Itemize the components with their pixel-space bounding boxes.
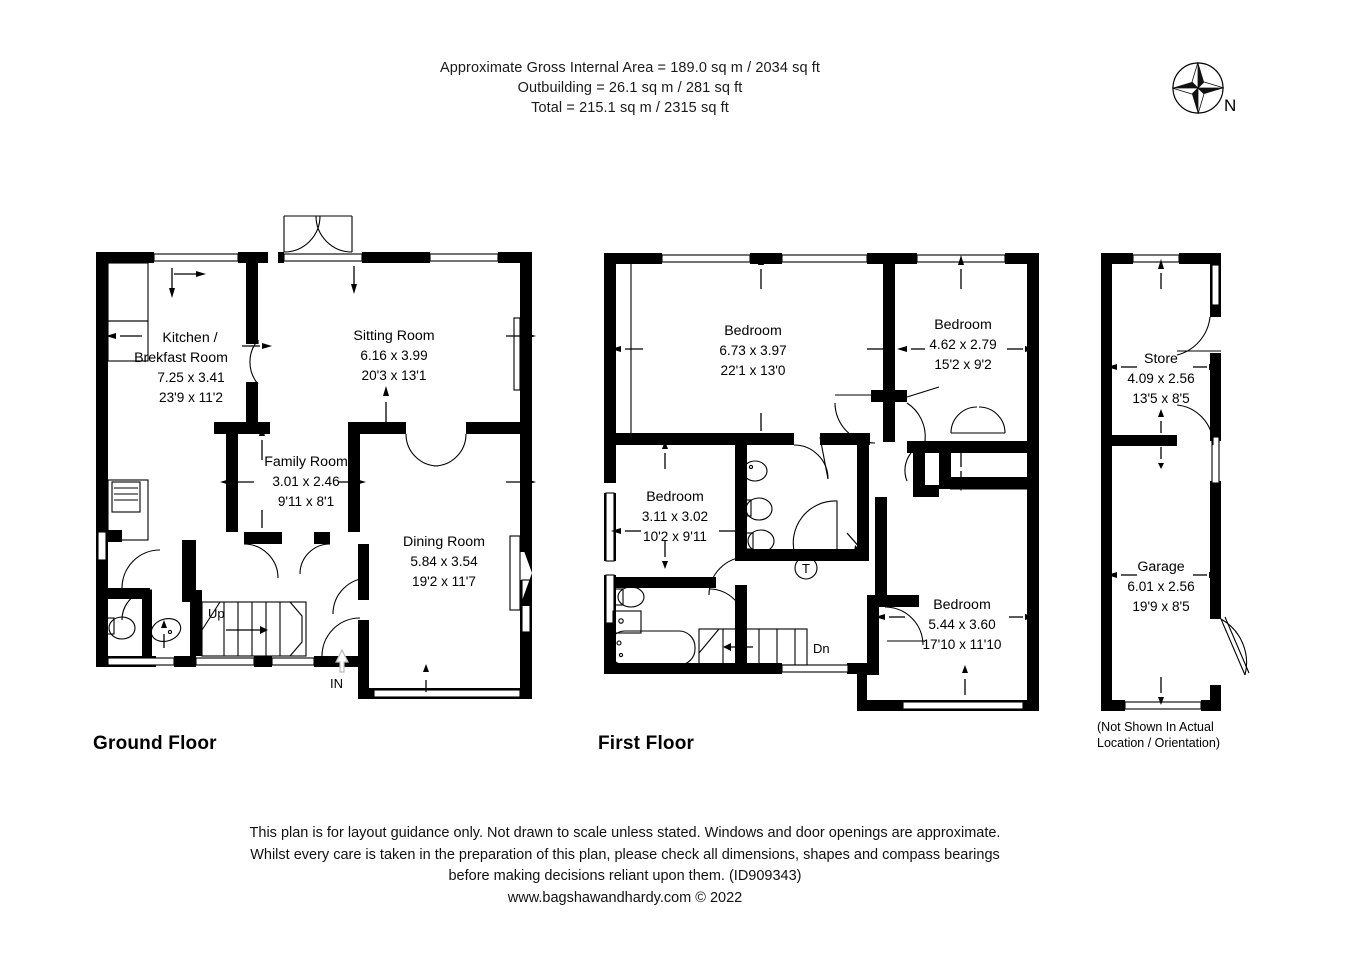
room-dim-garage-imperial: 19'9 x 8'5 xyxy=(1132,599,1189,614)
first-dimension-arrows xyxy=(611,255,1035,695)
room-dim-sitting-imperial: 20'3 x 13'1 xyxy=(362,368,427,383)
room-label-family-room: Family Room xyxy=(264,454,348,470)
room-label-sitting-room: Sitting Room xyxy=(353,328,434,344)
first-floor-title: First Floor xyxy=(598,733,695,754)
ground-doors xyxy=(121,215,467,657)
disclaimer-line-3: before making decisions reliant upon the… xyxy=(448,868,802,884)
room-dim-sitting-metric: 6.16 x 3.99 xyxy=(360,348,427,363)
compass-north-label: N xyxy=(1224,96,1237,115)
staircase-down xyxy=(698,628,808,666)
stairs-down-label: Dn xyxy=(813,641,830,656)
room-label-bedroom-1: Bedroom xyxy=(724,323,782,339)
room-dim-store-imperial: 13'5 x 8'5 xyxy=(1132,391,1189,406)
room-label-bedroom-3: Bedroom xyxy=(646,489,704,505)
first-walls xyxy=(604,253,1039,711)
room-label-kitchen-line2: Brekfast Room xyxy=(134,350,228,366)
room-label-store: Store xyxy=(1144,351,1178,367)
room-dim-bedroom-2-imperial: 15'2 x 9'2 xyxy=(934,357,991,372)
room-label-kitchen-line1: Kitchen / xyxy=(162,330,217,346)
room-label-bedroom-4: Bedroom xyxy=(933,597,991,613)
outbuilding-doors xyxy=(1176,316,1250,676)
room-dim-garage-metric: 6.01 x 2.56 xyxy=(1127,579,1194,594)
outbuilding-note-line2: Location / Orientation) xyxy=(1097,736,1220,750)
ground-floor-title: Ground Floor xyxy=(93,733,217,754)
disclaimer-line-1: This plan is for layout guidance only. N… xyxy=(249,825,1001,841)
disclaimer-block: This plan is for layout guidance only. N… xyxy=(0,823,1250,909)
room-dim-bedroom-3-metric: 3.11 x 3.02 xyxy=(642,509,708,524)
room-label-garage: Garage xyxy=(1137,559,1184,575)
outbuilding-area-line: Outbuilding = 26.1 sq m / 281 sq ft xyxy=(517,80,743,96)
area-summary: Approximate Gross Internal Area = 189.0 … xyxy=(0,58,1260,118)
first-fixtures: T xyxy=(608,460,863,666)
disclaimer-line-2: Whilst every care is taken in the prepar… xyxy=(250,846,1000,863)
outbuilding-note-line1: (Not Shown In Actual xyxy=(1097,720,1214,734)
stairs-up-label: Up xyxy=(208,606,225,621)
outbuilding-walls xyxy=(1101,253,1221,711)
first-room-labels: Bedroom 6.73 x 3.97 22'1 x 13'0 Bedroom … xyxy=(642,317,1002,656)
room-dim-store-metric: 4.09 x 2.56 xyxy=(1127,371,1194,386)
room-dim-bedroom-1-metric: 6.73 x 3.97 xyxy=(719,343,786,358)
outbuilding-note: (Not Shown In Actual Location / Orientat… xyxy=(1097,719,1220,751)
first-doors xyxy=(708,386,1006,646)
ground-dimension-arrows xyxy=(106,266,536,692)
room-dim-bedroom-3-imperial: 10'2 x 9'11 xyxy=(643,529,707,544)
room-dim-kitchen-imperial: 23'9 x 11'2 xyxy=(159,390,223,405)
outbuilding-windows xyxy=(1124,254,1220,710)
room-dim-family-metric: 3.01 x 2.46 xyxy=(272,474,339,489)
room-label-bedroom-2: Bedroom xyxy=(934,317,992,333)
room-dim-family-imperial: 9'11 x 8'1 xyxy=(278,494,334,509)
room-dim-bedroom-1-imperial: 22'1 x 13'0 xyxy=(721,363,786,378)
room-dim-bedroom-4-imperial: 17'10 x 11'10 xyxy=(922,637,1001,652)
first-floor-plan: T xyxy=(604,253,1039,711)
compass-rose-icon xyxy=(1171,61,1225,115)
outbuilding-dimension-arrows xyxy=(1107,259,1219,705)
room-dim-dining-imperial: 19'2 x 11'7 xyxy=(412,574,476,589)
staircase-up xyxy=(201,601,307,657)
ground-fixtures xyxy=(105,262,532,657)
ground-floor-plan: Kitchen / Brekfast Room 7.25 x 3.41 23'9… xyxy=(96,215,536,699)
tank-marker-label: T xyxy=(802,561,810,576)
room-dim-bedroom-2-metric: 4.62 x 2.79 xyxy=(929,337,996,352)
room-dim-bedroom-4-metric: 5.44 x 3.60 xyxy=(928,617,996,632)
room-dim-dining-metric: 5.84 x 3.54 xyxy=(410,554,478,569)
compass-rose: N xyxy=(1168,58,1260,130)
room-label-dining-room: Dining Room xyxy=(403,534,485,550)
ground-room-labels: Kitchen / Brekfast Room 7.25 x 3.41 23'9… xyxy=(134,328,485,691)
outbuilding-room-labels: Store 4.09 x 2.56 13'5 x 8'5 Garage 6.01… xyxy=(1127,351,1194,614)
entrance-label: IN xyxy=(330,676,343,691)
gross-internal-area-line: Approximate Gross Internal Area = 189.0 … xyxy=(439,60,821,76)
website-copyright-line: www.bagshawandhardy.com © 2022 xyxy=(507,889,743,906)
room-dim-kitchen-metric: 7.25 x 3.41 xyxy=(157,370,224,385)
total-area-line: Total = 215.1 sq m / 2315 sq ft xyxy=(531,100,729,116)
outbuilding-plan: Store 4.09 x 2.56 13'5 x 8'5 Garage 6.01… xyxy=(1101,253,1250,711)
